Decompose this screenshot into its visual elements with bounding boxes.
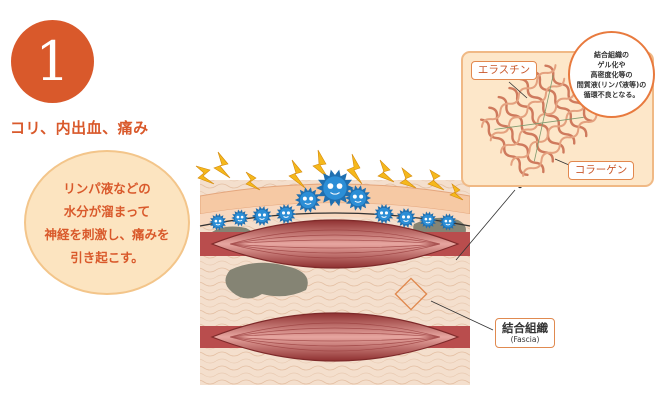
lightning-icon <box>312 149 329 179</box>
bacteria-icon <box>294 187 322 213</box>
bacteria-icon <box>275 204 297 224</box>
step-number-badge: 1 <box>11 20 94 103</box>
bacteria-icon <box>209 213 227 231</box>
bacteria-icon <box>251 206 273 226</box>
lightning-icon <box>377 159 395 183</box>
note-line-2: ゲル化や <box>597 60 626 69</box>
lightning-icon <box>195 165 215 185</box>
fascia-leader-line <box>430 300 494 331</box>
collagen-label: コラーゲン <box>568 161 634 180</box>
bacteria-icon <box>231 209 249 227</box>
detail-leader-line <box>455 189 516 261</box>
note-circle: 結合組織の ゲル化や 高密度化等の 間質液(リンパ液等)の 循環不良となる。 <box>568 31 655 118</box>
bacteria-icon <box>373 204 395 224</box>
bubble-line-4: 引き起こす。 <box>70 249 144 265</box>
note-line-3: 高密度化等の <box>590 70 633 79</box>
muscle-upper <box>210 219 460 269</box>
lightning-icon <box>449 183 464 201</box>
fluid-pool <box>225 262 308 299</box>
bacteria-icon <box>395 208 417 228</box>
bacteria-icon <box>419 211 437 229</box>
bacteria-icon <box>316 169 354 207</box>
bubble-line-3: 神経を刺激し、痛みを <box>44 226 170 242</box>
note-line-1: 結合組織の <box>594 50 629 59</box>
fascia-label-main: 結合組織 <box>502 321 548 335</box>
bubble-line-2: 水分が溜まって <box>63 203 151 219</box>
fiber-mesh <box>479 64 598 177</box>
fascia-marker <box>394 277 428 311</box>
bacteria-icon <box>344 185 372 211</box>
lightning-icon <box>346 153 363 185</box>
lightning-icon <box>245 171 261 191</box>
page-title: コリ、内出血、痛み <box>10 119 149 137</box>
lightning-icon <box>427 169 445 191</box>
lightning-icon <box>213 151 231 179</box>
note-line-4: 間質液(リンパ液等)の <box>576 80 647 89</box>
bacteria-icon <box>439 213 457 231</box>
note-line-5: 循環不良となる。 <box>583 90 640 99</box>
muscle-lower <box>210 312 460 362</box>
elastin-label: エラスチン <box>471 61 537 80</box>
step-number: 1 <box>35 29 70 93</box>
bubble-line-1: リンパ液などの <box>63 180 151 196</box>
explanation-bubble: リンパ液などの 水分が溜まって 神経を刺激し、痛みを 引き起こす。 <box>24 150 190 295</box>
fascia-label-sub: (Fascia) <box>510 335 540 344</box>
lightning-icon <box>399 167 417 189</box>
fascia-label: 結合組織 (Fascia) <box>495 318 555 348</box>
